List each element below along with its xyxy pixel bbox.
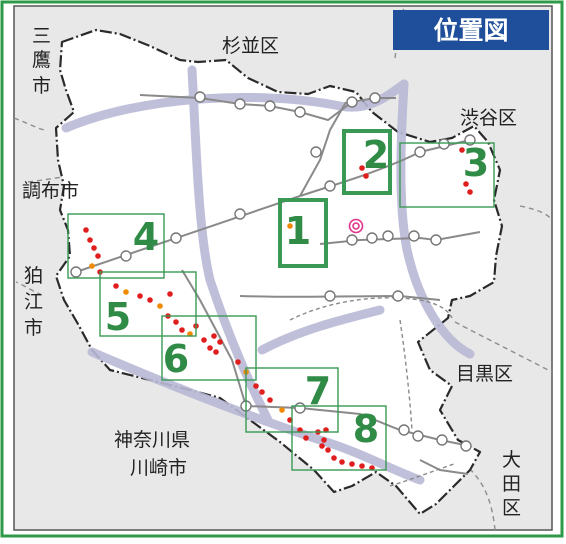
construction-marker <box>267 397 273 403</box>
construction-marker <box>113 283 119 289</box>
area-box-5 <box>99 271 197 337</box>
construction-marker <box>167 291 173 297</box>
neighbor-kawasaki: 川崎市 <box>130 457 187 479</box>
construction-marker <box>325 447 331 453</box>
title-background <box>393 10 549 50</box>
construction-marker <box>359 165 365 171</box>
construction-marker <box>359 463 365 469</box>
construction-marker <box>363 173 369 179</box>
construction-marker <box>279 407 285 413</box>
construction-marker <box>123 289 129 295</box>
dashed-railways <box>289 297 455 487</box>
neighbor-ota: 大 田 区 <box>502 449 521 519</box>
construction-marker <box>137 293 143 299</box>
area-box-8 <box>291 405 387 471</box>
map-title: 位置図 <box>433 16 508 45</box>
construction-marker <box>321 437 327 443</box>
construction-marker <box>303 435 309 441</box>
svg-text:区: 区 <box>502 497 521 519</box>
construction-marker <box>179 327 185 333</box>
construction-marker <box>207 345 213 351</box>
neighbor-suginami: 杉並区 <box>222 35 279 57</box>
construction-marker <box>87 237 93 243</box>
construction-marker <box>213 349 219 355</box>
area-label-8: 8 <box>353 407 379 451</box>
neighbor-meguro: 目黒区 <box>456 363 513 385</box>
construction-marker <box>319 443 325 449</box>
construction-marker <box>89 263 95 269</box>
area-label-7: 7 <box>305 369 331 413</box>
construction-marker <box>349 461 355 467</box>
area-label-6: 6 <box>163 337 189 381</box>
area-boxes <box>67 129 495 471</box>
neighbor-mitaka: 三 鷹 市 <box>32 25 51 97</box>
construction-marker <box>259 389 265 395</box>
area-box-3 <box>399 142 495 208</box>
area-label-5: 5 <box>105 295 131 339</box>
svg-text:市: 市 <box>24 317 43 339</box>
construction-marker <box>211 333 217 339</box>
svg-text:田: 田 <box>502 473 521 495</box>
construction-marker <box>157 303 163 309</box>
svg-text:狛: 狛 <box>24 265 43 287</box>
ward-office-icon <box>348 218 364 234</box>
neighbor-shibuya: 渋谷区 <box>460 107 517 129</box>
construction-marker <box>173 319 179 325</box>
construction-marker <box>463 181 469 187</box>
construction-marker <box>217 339 223 345</box>
construction-marker <box>287 223 293 229</box>
area-box-4 <box>67 213 165 279</box>
construction-marker <box>459 147 465 153</box>
svg-text:江: 江 <box>24 291 43 313</box>
highways <box>61 65 475 485</box>
construction-marker <box>339 459 345 465</box>
construction-marker <box>95 253 101 259</box>
construction-marker <box>91 245 97 251</box>
construction-marker <box>467 189 473 195</box>
railways <box>75 94 481 475</box>
svg-text:市: 市 <box>32 75 51 97</box>
area-box-1 <box>278 198 328 268</box>
stations <box>70 91 476 452</box>
area-label-2: 2 <box>363 133 389 177</box>
construction-marker <box>253 383 259 389</box>
title-badge: 位置図 <box>393 10 549 50</box>
construction-marker <box>235 359 241 365</box>
construction-marker <box>331 455 337 461</box>
construction-marker <box>83 227 89 233</box>
construction-marker <box>201 337 207 343</box>
neighbor-komae: 狛 江 市 <box>24 265 43 339</box>
area-label-1: 1 <box>285 209 311 253</box>
svg-text:三: 三 <box>32 25 51 47</box>
area-box-2 <box>342 129 392 195</box>
svg-text:大: 大 <box>502 449 521 471</box>
area-label-4: 4 <box>133 215 159 259</box>
neighbor-chofu: 調布市 <box>22 180 79 202</box>
area-box-6 <box>161 315 257 381</box>
area-label-3: 3 <box>463 141 489 185</box>
svg-text:鷹: 鷹 <box>32 49 51 71</box>
construction-marker <box>147 297 153 303</box>
neighbor-kanagawa: 神奈川県 <box>114 429 190 451</box>
